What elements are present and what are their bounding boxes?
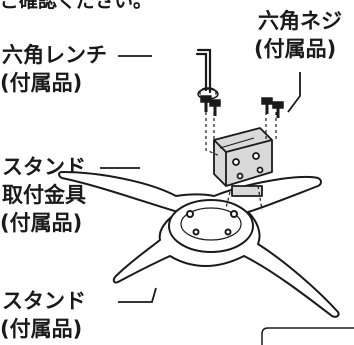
top-instruction-text: ご確認ください。 bbox=[0, 0, 153, 12]
next-panel-edge bbox=[261, 327, 354, 345]
stand-note: (付属品) bbox=[0, 317, 83, 341]
hex-screws bbox=[200, 95, 284, 118]
hex-wrench bbox=[195, 48, 219, 100]
leader-lines bbox=[100, 55, 301, 303]
hex-screw-label: 六角ネジ bbox=[258, 9, 342, 33]
stand-label: スタンド bbox=[2, 289, 86, 313]
hex-screw-note: (付属品) bbox=[254, 37, 337, 61]
hex-wrench-label: 六角レンチ bbox=[2, 43, 107, 67]
stand-bracket bbox=[213, 127, 273, 197]
stand-bracket-note: (付属品) bbox=[0, 211, 83, 235]
stand-bracket-label-line2: 取付金具 bbox=[2, 183, 86, 207]
hex-wrench-note: (付属品) bbox=[0, 71, 83, 95]
alignment-guides bbox=[205, 112, 277, 211]
stand-base bbox=[58, 171, 340, 318]
